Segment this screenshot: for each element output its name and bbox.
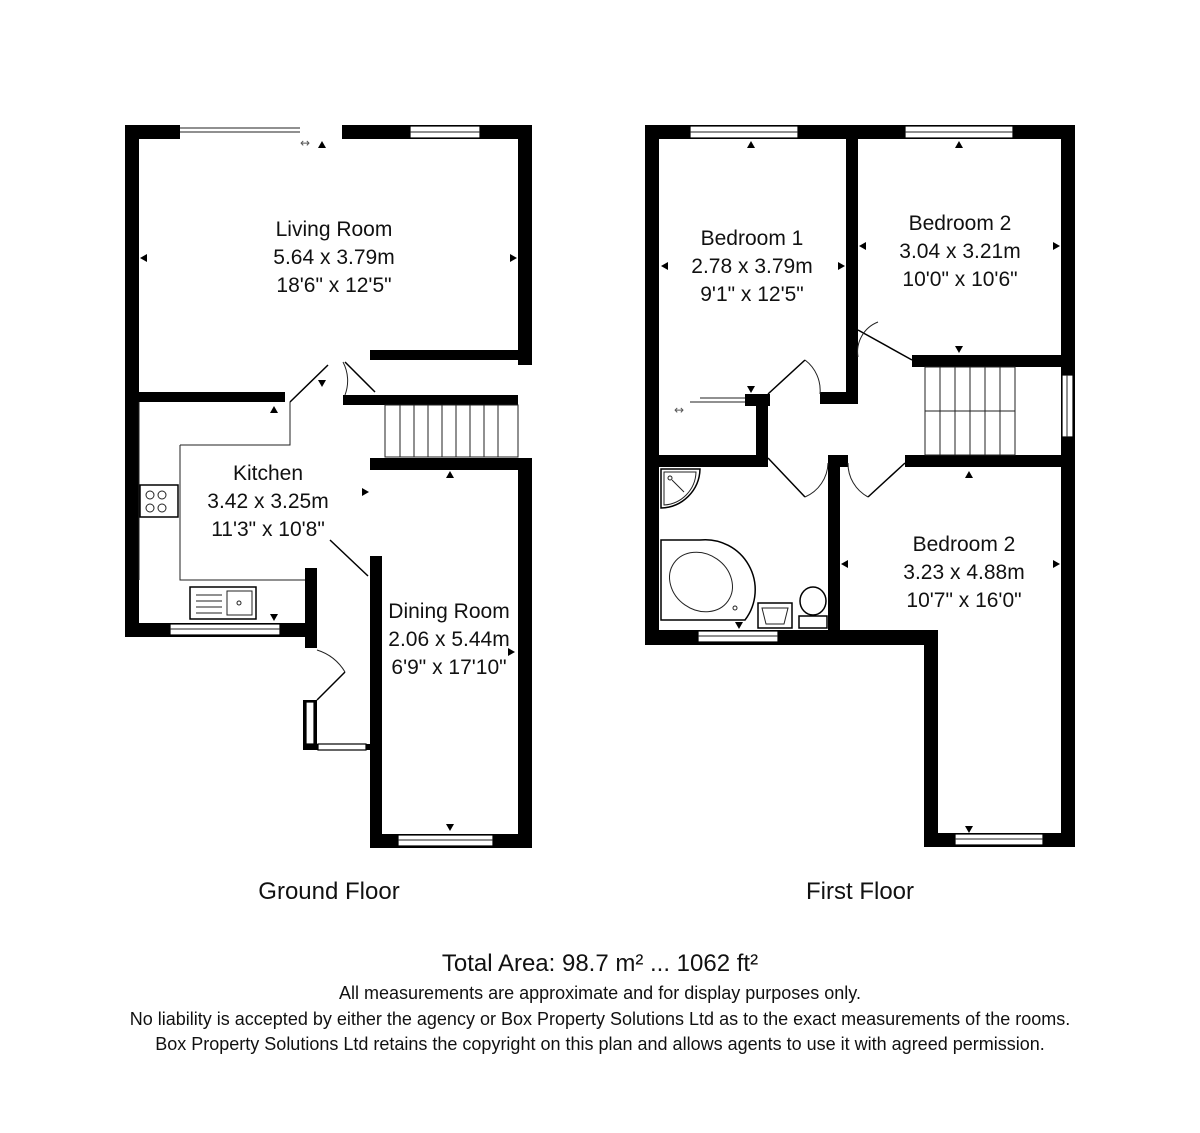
first-floor-label: First Floor [806, 878, 914, 905]
wall [924, 630, 938, 847]
ground-floor-label: Ground Floor [258, 878, 399, 905]
window [305, 701, 315, 745]
svg-text:↔: ↔ [300, 136, 310, 150]
living-room-imperial: 18'6" x 12'5" [276, 274, 391, 297]
wall [305, 568, 317, 648]
dining-room-imperial: 6'9" x 17'10" [391, 656, 506, 679]
bedroom-2-bottom-metric: 3.23 x 4.88m [903, 561, 1024, 584]
first-floor-plan: ↔ [645, 125, 1075, 905]
bedroom-1-metric: 2.78 x 3.79m [691, 255, 812, 278]
basin-icon [757, 602, 793, 629]
wall [518, 458, 532, 848]
wall [125, 125, 139, 637]
wall [846, 139, 858, 357]
disclaimer-liability: No liability is accepted by either the a… [129, 1009, 1071, 1029]
wall [828, 455, 848, 467]
ground-floor-plan: ↔ [125, 125, 532, 905]
svg-text:↔: ↔ [674, 403, 684, 417]
wall [905, 455, 1061, 467]
window [317, 743, 367, 751]
bedroom-2-bottom-name: Bedroom 2 [913, 533, 1016, 556]
wall [828, 455, 840, 645]
kitchen-metric: 3.42 x 3.25m [207, 490, 328, 513]
staircase [924, 366, 1016, 456]
wall [828, 630, 938, 645]
staircase [384, 404, 519, 458]
wall [645, 455, 768, 467]
toilet-icon [798, 586, 828, 629]
kitchen-imperial: 11'3" x 10'8" [211, 518, 325, 541]
disclaimer-approximate: All measurements are approximate and for… [339, 983, 861, 1003]
total-area: Total Area: 98.7 m² ... 1062 ft² [441, 950, 759, 977]
wall [343, 395, 518, 405]
living-room-name: Living Room [276, 218, 393, 241]
wall [846, 357, 858, 404]
bedroom-2-bottom-imperial: 10'7" x 16'0" [906, 589, 1021, 612]
bath-icon [660, 538, 756, 621]
dining-room-name: Dining Room [388, 600, 509, 623]
wall [756, 394, 768, 466]
wall [518, 125, 532, 365]
wall [370, 350, 532, 360]
shower-icon [660, 468, 701, 509]
wall [370, 556, 382, 848]
living-room-metric: 5.64 x 3.79m [273, 246, 394, 269]
bedroom-2-top-name: Bedroom 2 [909, 212, 1012, 235]
bedroom-2-top-imperial: 10'0" x 10'6" [902, 268, 1017, 291]
kitchen-name: Kitchen [233, 462, 303, 485]
wall [645, 125, 659, 645]
wall [370, 458, 532, 470]
wall [1061, 125, 1075, 847]
wall [912, 355, 1061, 367]
wall [125, 392, 285, 402]
disclaimer-copyright: Box Property Solutions Ltd retains the c… [155, 1034, 1045, 1054]
dining-room-metric: 2.06 x 5.44m [388, 628, 509, 651]
sink-icon [189, 586, 257, 620]
bedroom-2-top-metric: 3.04 x 3.21m [899, 240, 1020, 263]
bedroom-1-name: Bedroom 1 [701, 227, 804, 250]
hob-icon [139, 484, 179, 518]
bedroom-1-imperial: 9'1" x 12'5" [700, 283, 804, 306]
